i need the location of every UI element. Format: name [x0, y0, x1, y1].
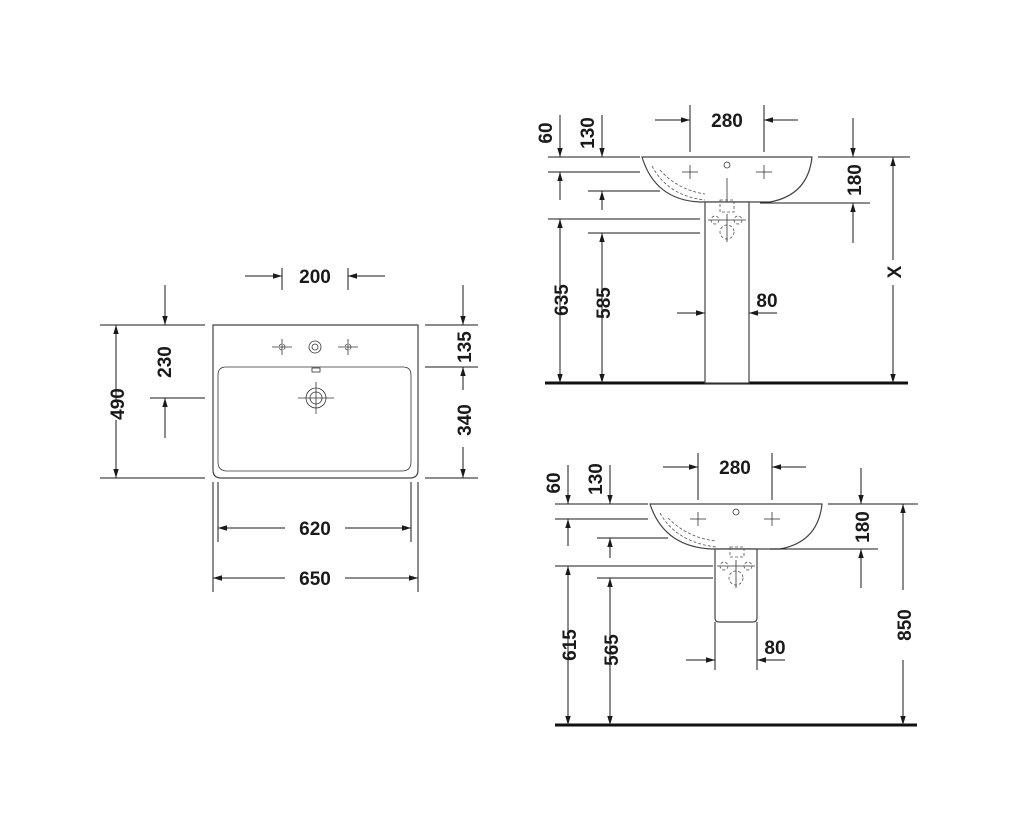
basin-side-profile	[649, 503, 823, 550]
dim-tap-to-drain: 230	[155, 346, 176, 378]
dim-waste-height: 585	[594, 287, 615, 319]
dim-back-to-tap: 135	[455, 331, 476, 363]
dim-rim-height: 850	[895, 609, 916, 641]
dim-overflow-offset: 130	[578, 117, 599, 149]
bowl-outline	[217, 366, 412, 472]
trap	[708, 199, 746, 242]
semi-pedestal-view: 60 130 615 565 280 180 850 80	[544, 453, 918, 727]
dim-pedestal-width: 80	[756, 291, 777, 312]
basin-outline	[212, 324, 419, 479]
dim-outer-width: 650	[299, 569, 331, 590]
dim-drain-height: 635	[552, 284, 573, 316]
dim-inner-width: 620	[299, 519, 331, 540]
pedestal-view: 60 130 635 585 280 180 X 80	[536, 105, 910, 385]
dim-bowl-depth: 340	[455, 404, 476, 436]
dim-depth-total: 490	[108, 388, 129, 420]
dim-basin-height: 180	[853, 511, 874, 543]
dim-waste-height: 565	[602, 634, 623, 666]
dim-tap-offset: 60	[544, 472, 565, 493]
dim-tap-span: 280	[719, 458, 751, 479]
trap	[717, 546, 755, 588]
dim-rim-height: X	[885, 265, 906, 278]
top-view: 200 490 230 135 340 620 650	[100, 267, 478, 592]
tap-holes	[272, 339, 358, 355]
dim-tap-spacing: 200	[299, 267, 331, 288]
dim-tap-span: 280	[711, 111, 743, 132]
dim-overflow-offset: 130	[586, 463, 607, 495]
dim-drain-height: 615	[560, 629, 581, 661]
dim-trap-width: 80	[764, 638, 785, 659]
drain	[298, 367, 334, 414]
dim-tap-offset: 60	[536, 122, 557, 143]
dim-basin-height: 180	[845, 164, 866, 196]
